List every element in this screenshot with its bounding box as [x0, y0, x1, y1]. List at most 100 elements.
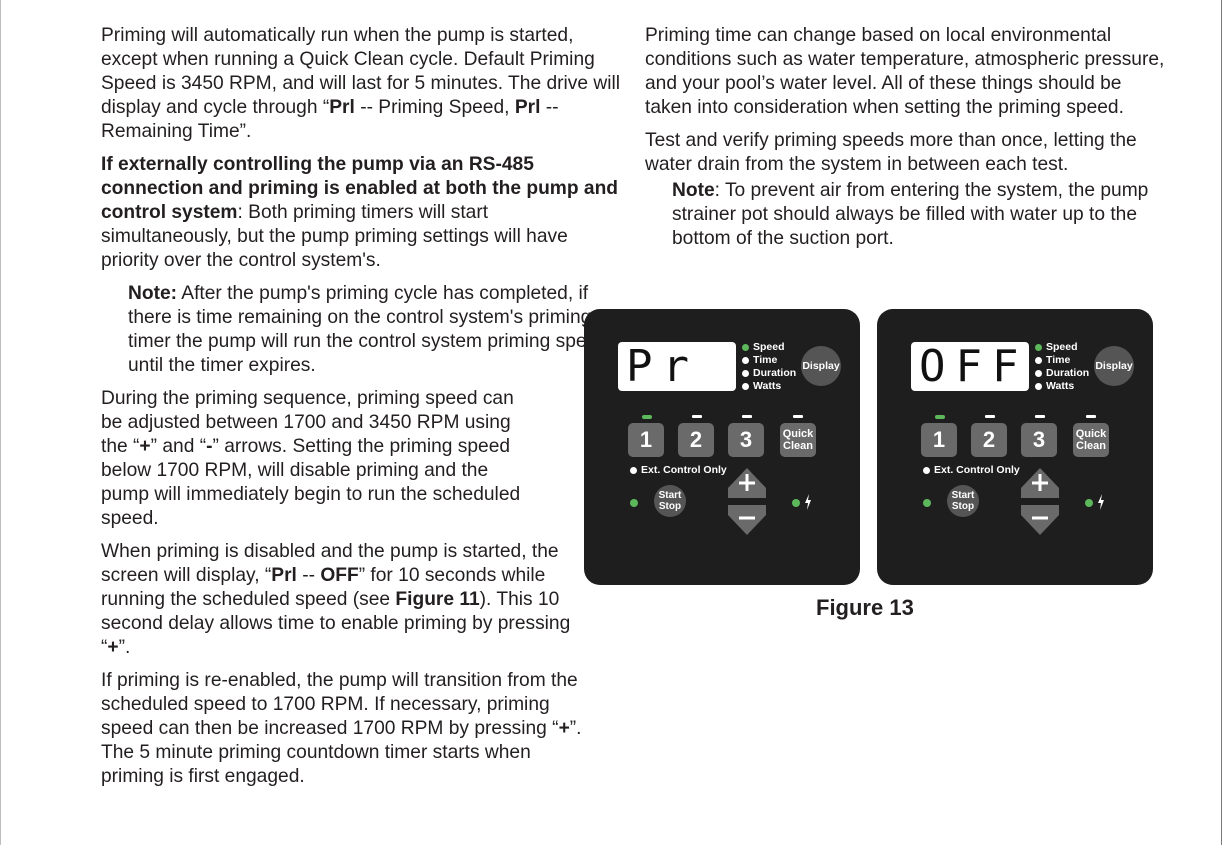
program-3-led: [1035, 415, 1045, 418]
mode-speed: Speed: [1035, 341, 1105, 354]
run-led: [923, 499, 931, 507]
led-icon: [1035, 357, 1042, 364]
led-icon: [1035, 383, 1042, 390]
display-button[interactable]: Display: [1094, 346, 1134, 386]
program-3-button[interactable]: 3: [1021, 423, 1057, 457]
paragraph-priming-auto: Priming will automatically run when the …: [101, 24, 621, 144]
mode-label: Speed: [753, 341, 785, 353]
lcd-display: OFF: [911, 342, 1029, 391]
button-label: Clean: [783, 440, 813, 452]
mode-time: Time: [1035, 354, 1105, 367]
ext-control-label: Ext. Control Only: [641, 464, 727, 476]
text: -- Priming Speed,: [354, 97, 515, 118]
led-icon: [742, 344, 749, 351]
mode-watts: Watts: [1035, 380, 1105, 393]
mode-label: Time: [1046, 354, 1071, 366]
mode-time: Time: [742, 354, 812, 367]
led-icon: [1035, 344, 1042, 351]
text: ”.: [118, 637, 131, 658]
paragraph-test-verify: Test and verify priming speeds more than…: [645, 130, 1137, 175]
mode-duration: Duration: [742, 367, 812, 380]
text: During the priming sequence, priming spe…: [101, 388, 514, 457]
bold-text: Prl: [514, 97, 541, 118]
bold-text: +: [107, 637, 119, 658]
ext-control-indicator: Ext. Control Only: [923, 464, 1020, 476]
bold-text: Prl: [329, 97, 355, 118]
right-column: Priming time can change based on local e…: [645, 24, 1165, 260]
paragraph-priming-time: Priming time can change based on local e…: [645, 25, 1165, 118]
ext-control-indicator: Ext. Control Only: [630, 464, 727, 476]
ext-control-label: Ext. Control Only: [934, 464, 1020, 476]
mode-label: Time: [753, 354, 778, 366]
button-label: Quick: [782, 428, 814, 440]
page-edge-left: [0, 0, 1, 845]
speed-arrows: [1021, 468, 1059, 535]
figure-caption: Figure 13: [816, 595, 914, 620]
program-2-button[interactable]: 2: [971, 423, 1007, 457]
mode-duration: Duration: [1035, 367, 1105, 380]
text: : Both priming timers will start simulta…: [101, 202, 568, 271]
program-1-button[interactable]: 1: [921, 423, 957, 457]
program-3-led: [742, 415, 752, 418]
led-icon: [742, 357, 749, 364]
power-bolt-icon: [805, 494, 811, 510]
run-led: [630, 499, 638, 507]
control-panel-off: OFF Speed Time Duration Watts Display 1 …: [877, 309, 1153, 585]
text: ”. The 5 minute priming countdown timer …: [101, 718, 582, 787]
down-arrow-button[interactable]: [728, 505, 766, 535]
text: : To prevent air from entering the syste…: [672, 180, 1149, 249]
quick-clean-led: [793, 415, 803, 418]
text: When priming is disabled and the pump is…: [101, 541, 559, 586]
bold-text: -: [206, 436, 213, 457]
led-icon: [742, 370, 749, 377]
lcd-display: Pr l: [618, 342, 736, 391]
text: --: [296, 565, 321, 586]
down-arrow-button[interactable]: [1021, 505, 1059, 535]
mode-label: Speed: [1046, 341, 1078, 353]
bold-text: +: [139, 436, 151, 457]
plus-icon: [1032, 474, 1048, 491]
program-1-led: [642, 415, 652, 419]
program-2-led: [692, 415, 702, 418]
mode-label: Duration: [1046, 367, 1090, 379]
plus-icon: [739, 474, 755, 491]
bold-text: Prl: [271, 565, 297, 586]
button-label: Quick: [1075, 428, 1107, 440]
paragraph-rs485: If externally controlling the pump via a…: [101, 153, 621, 273]
led-icon: [742, 383, 749, 390]
program-1-button[interactable]: 1: [628, 423, 664, 457]
note-label: Note: [672, 180, 715, 201]
mode-indicators: Speed Time Duration Watts: [742, 341, 812, 393]
program-2-button[interactable]: 2: [678, 423, 714, 457]
led-icon: [923, 466, 930, 474]
quick-clean-led: [1086, 415, 1096, 418]
note-label: Note:: [128, 283, 178, 304]
power-led: [792, 499, 800, 507]
note-priming-cycle: Note: After the pump's priming cycle has…: [128, 282, 621, 378]
text: ). This 10 second delay allows time to e…: [101, 589, 571, 658]
bold-text: OFF: [320, 565, 359, 586]
power-bolt-icon: [1098, 494, 1104, 510]
text: Priming will automatically run when the …: [101, 25, 621, 118]
button-label: Clean: [1076, 440, 1106, 452]
display-button[interactable]: Display: [801, 346, 841, 386]
bold-text: +: [558, 718, 570, 739]
paragraph-priming-disabled: When priming is disabled and the pump is…: [101, 540, 581, 660]
mode-speed: Speed: [742, 341, 812, 354]
program-3-button[interactable]: 3: [728, 423, 764, 457]
button-label: Stop: [951, 501, 975, 512]
program-1-led: [935, 415, 945, 419]
note-strainer-pot: Note: To prevent air from entering the s…: [672, 179, 1165, 251]
text: If priming is re-enabled, the pump will …: [101, 670, 578, 739]
power-led: [1085, 499, 1093, 507]
program-2-led: [985, 415, 995, 418]
text: ” arrows. Setting the priming speed belo…: [101, 436, 521, 529]
led-icon: [1035, 370, 1042, 377]
figure-reference: Figure 11: [395, 589, 480, 610]
text: ” for 10 seconds while running the sched…: [101, 565, 546, 610]
control-panel-priming: Pr l Speed Time Duration Watts Display 1…: [584, 309, 860, 585]
